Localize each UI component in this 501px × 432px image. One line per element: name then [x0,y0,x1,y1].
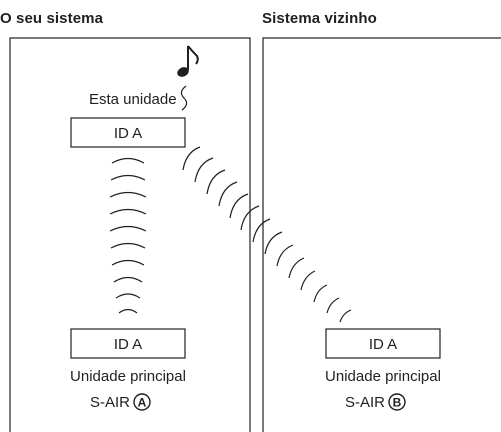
sound-wave-icon [110,242,146,249]
sound-wave-icon [182,146,201,171]
sound-wave-icon [229,193,249,219]
s-air-a-label: S-AIR [90,394,130,411]
neighbor-system-panel [262,37,501,432]
sound-wave-icon [252,218,271,243]
this-unit-box [70,117,186,148]
main-unit-b-box [325,328,441,359]
sound-wave-icon [115,293,141,299]
main-unit-a-caption: Unidade principal [70,368,186,385]
sound-wave-icon [339,309,352,323]
sound-wave-icon [111,259,145,266]
this-unit-id: ID A [114,125,142,142]
s-air-b-letter: B [393,396,402,410]
sound-wave-icon [110,174,146,181]
sound-wave-icon [109,208,147,215]
s-air-b-circle [388,393,406,411]
sound-wave-icon [288,257,305,279]
sound-wave-icon [206,169,226,195]
music-note-icon [177,45,199,77]
s-air-b-label: S-AIR [345,394,385,411]
heading-neighbor-system: Sistema vizinho [262,10,377,27]
main-unit-b-id: ID A [369,336,397,353]
sound-wave-icon [276,244,294,267]
your-system-panel [9,37,251,432]
sound-squiggle-icon [180,85,188,111]
main-unit-a-id: ID A [114,336,142,353]
sound-wave-icon [194,157,214,183]
sound-wave-icon [240,205,260,231]
main-unit-b-caption: Unidade principal [325,368,441,385]
main-unit-a-box [70,328,186,359]
sound-wave-icon [113,276,143,283]
sound-wave-icon [109,225,147,232]
this-unit-label: Esta unidade [89,91,177,108]
s-air-a-circle [133,393,151,411]
sound-wave-icon [300,270,316,291]
sound-wave-icon [111,157,145,164]
sound-wave-icon [326,297,340,314]
sound-wave-icon [218,181,238,207]
sound-wave-icon [313,284,328,303]
sound-wave-icon [109,191,147,198]
sound-wave-icon [118,308,138,314]
s-air-a-letter: A [138,396,147,410]
sound-wave-icon [264,231,283,255]
heading-your-system: O seu sistema [0,10,104,27]
